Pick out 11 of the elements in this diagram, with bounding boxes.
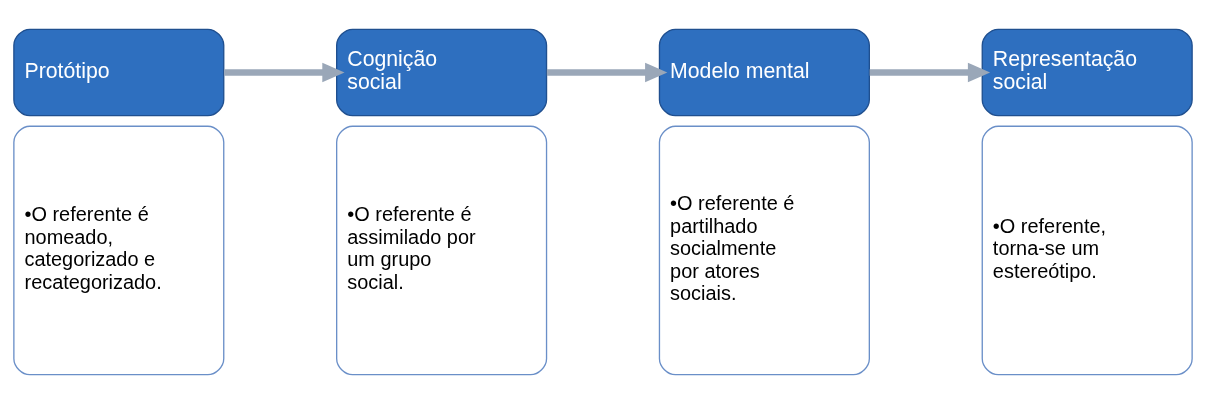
arrow — [224, 62, 345, 82]
arrow — [869, 62, 991, 82]
node-box: Modelo mental — [658, 28, 870, 116]
node-box: Representação social — [981, 28, 1193, 116]
node-box: Cognição social — [336, 28, 548, 116]
node-box: Protótipo — [13, 28, 225, 116]
node-box: •O referente, torna-se um estereótipo. — [981, 125, 1193, 375]
node-box: •O referente é partilhado socialmente por atores sociais. — [658, 125, 870, 375]
node-box: •O referente é assimilado por um grupo social. — [336, 125, 548, 375]
node-box: •O referente é nomeado, categorizado e recategorizado. — [13, 125, 225, 375]
arrow — [546, 62, 668, 82]
